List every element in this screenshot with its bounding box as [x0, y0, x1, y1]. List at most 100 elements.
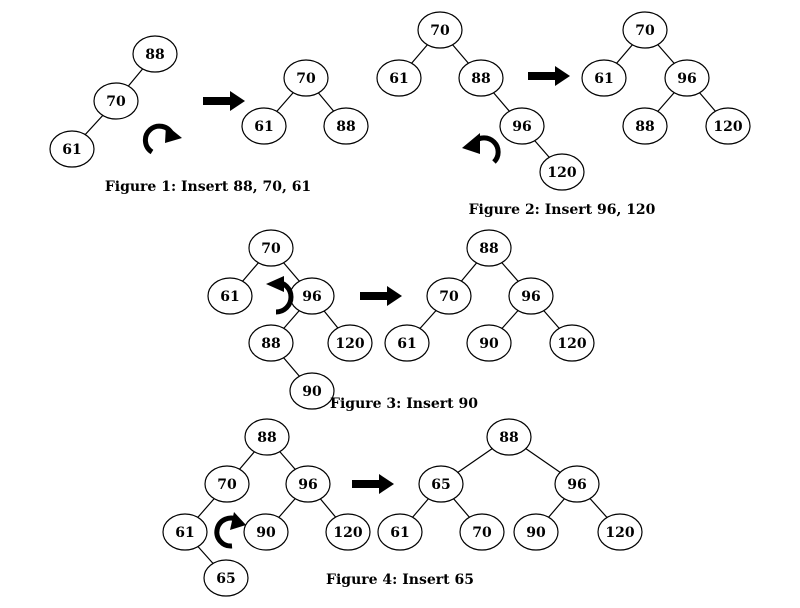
node-circle [162, 513, 208, 551]
node-label: 61 [397, 336, 416, 352]
node-label: 61 [254, 119, 273, 135]
tree-node: 70 [283, 59, 329, 97]
tree-node: 90 [289, 372, 335, 410]
tree-node: 70 [417, 11, 463, 49]
node-circle [248, 229, 294, 267]
node-label: 88 [261, 336, 280, 352]
node-circle [499, 107, 545, 145]
tree-node: 96 [508, 277, 554, 315]
transition-arrow-icon [360, 286, 402, 306]
node-circle [325, 513, 371, 551]
figure-4-caption: Figure 4: Insert 65 [326, 572, 474, 588]
tree-node: 70 [459, 513, 505, 551]
tree-node: 65 [203, 559, 249, 597]
node-circle [323, 107, 369, 145]
node-label: 88 [499, 430, 518, 446]
node-label: 120 [557, 336, 586, 352]
tree-node: 96 [664, 59, 710, 97]
node-circle [289, 372, 335, 410]
node-label: 61 [390, 525, 409, 541]
node-label: 70 [472, 525, 492, 541]
node-label: 90 [526, 525, 546, 541]
node-circle [384, 324, 430, 362]
node-label: 120 [605, 525, 634, 541]
node-circle [204, 465, 250, 503]
node-label: 96 [567, 477, 586, 493]
tree-node: 96 [285, 465, 331, 503]
node-circle [49, 130, 95, 168]
node-circle [285, 465, 331, 503]
figure-2-caption: Figure 2: Insert 96, 120 [469, 202, 656, 218]
node-circle [243, 513, 289, 551]
tree-node: 70 [622, 11, 668, 49]
tree-node: 61 [49, 130, 95, 168]
tree-node: 61 [241, 107, 287, 145]
node-circle [622, 107, 668, 145]
node-label: 120 [547, 165, 576, 181]
tree-node: 70 [248, 229, 294, 267]
counterclockwise-rotation-icon [462, 133, 501, 164]
node-circle [705, 107, 751, 145]
figure-3-caption: Figure 3: Insert 90 [330, 396, 478, 412]
node-label: 70 [430, 23, 450, 39]
tree-node: 88 [244, 418, 290, 456]
node-circle [459, 513, 505, 551]
node-label: 65 [431, 477, 450, 493]
tree-node: 90 [513, 513, 559, 551]
tree-node: 88 [132, 35, 178, 73]
tree-node: 90 [466, 324, 512, 362]
node-label: 120 [335, 336, 364, 352]
transition-arrow-icon [352, 474, 394, 494]
node-circle [554, 465, 600, 503]
tree-node: 88 [486, 418, 532, 456]
node-circle [327, 324, 373, 362]
tree-node: 88 [248, 324, 294, 362]
node-circle [207, 277, 253, 315]
tree-node: 88 [466, 229, 512, 267]
tree-node: 120 [539, 153, 585, 191]
tree-node: 61 [376, 59, 422, 97]
tree-node: 120 [549, 324, 595, 362]
node-circle [203, 559, 249, 597]
nodes-layer: 88 70 61 70 61 88 70 61 88 96 120 70 61 96 88 120 70 61 96… [49, 11, 751, 597]
transition-arrow-icon [203, 91, 245, 111]
node-label: 96 [298, 477, 317, 493]
tree-node: 120 [705, 107, 751, 145]
node-circle [376, 59, 422, 97]
node-circle [466, 324, 512, 362]
node-circle [417, 11, 463, 49]
clockwise-rotation-icon [142, 123, 182, 155]
node-label: 120 [713, 119, 742, 135]
node-label: 61 [220, 289, 239, 305]
node-circle [93, 82, 139, 120]
tree-node: 61 [162, 513, 208, 551]
node-circle [549, 324, 595, 362]
node-label: 88 [145, 47, 164, 63]
clockwise-rotation-icon [214, 512, 246, 549]
node-label: 88 [336, 119, 355, 135]
tree-node: 70 [204, 465, 250, 503]
tree-node: 120 [325, 513, 371, 551]
tree-node: 61 [377, 513, 423, 551]
node-label: 96 [302, 289, 321, 305]
node-circle [458, 59, 504, 97]
node-circle [597, 513, 643, 551]
node-circle [132, 35, 178, 73]
node-circle [248, 324, 294, 362]
counterclockwise-rotation-icon [266, 276, 294, 315]
node-circle [418, 465, 464, 503]
node-label: 70 [296, 71, 316, 87]
node-label: 90 [479, 336, 499, 352]
tree-node: 88 [323, 107, 369, 145]
node-circle [513, 513, 559, 551]
node-circle [377, 513, 423, 551]
node-circle [581, 59, 627, 97]
node-label: 70 [106, 94, 126, 110]
node-label: 61 [175, 525, 194, 541]
node-circle [539, 153, 585, 191]
node-circle [622, 11, 668, 49]
tree-node: 61 [207, 277, 253, 315]
node-label: 96 [521, 289, 540, 305]
node-circle [241, 107, 287, 145]
